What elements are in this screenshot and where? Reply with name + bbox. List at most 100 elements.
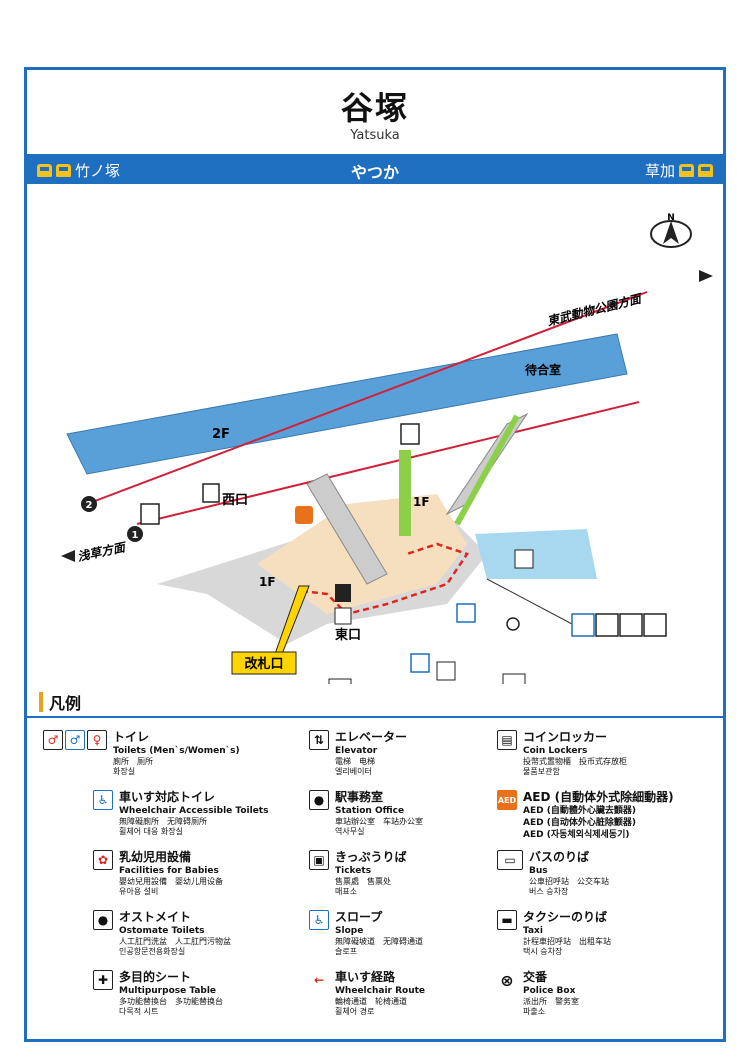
train-icon: [56, 164, 71, 177]
legend-zh: 輪椅通道 轮椅通道: [335, 997, 407, 1006]
legend-heading: 凡例: [39, 690, 81, 714]
legend-ko: 버스 승차장: [529, 887, 569, 896]
ticket-gate-label: 改札口: [244, 656, 283, 672]
legend-en: Facilities for Babies: [119, 866, 219, 876]
station-name-ja: 谷塚: [340, 89, 409, 127]
ostomate-icon: ●: [93, 910, 113, 930]
legend-ko: 인공항문전용화장실: [119, 947, 186, 956]
elevator-shaft: [399, 450, 411, 536]
legend-item: AED AED (自動体外式除細動器)AED (自動體外心臟去顫器)AED (自…: [497, 790, 674, 841]
slope-icon: [410, 653, 430, 673]
legend-en: AED (自動體外心臟去顫器): [523, 806, 636, 816]
legend-en: Police Box: [523, 986, 576, 996]
wheelchair-route-icon: ←: [309, 970, 329, 990]
police-box-icon: [506, 617, 520, 631]
floor-label-2f: 2F: [212, 427, 230, 442]
legend-name: バスのりば: [529, 850, 590, 864]
legend-en: Tickets: [335, 866, 372, 876]
east-exit-label: 東口: [335, 627, 361, 643]
coin-locker-icon: [202, 483, 220, 503]
legend-name: オストメイト: [119, 910, 192, 924]
legend-zh: 電梯 电梯: [335, 757, 375, 766]
legend-name: 駅事務室: [335, 790, 384, 804]
train-icon: [679, 164, 694, 177]
elevator-icon: [400, 423, 420, 445]
ticket-gate-callout: [231, 651, 297, 675]
station-office-icon: [335, 584, 351, 602]
track-number-2-label: 2: [86, 500, 93, 511]
direction-left-label: 竹ノ塚: [75, 162, 121, 180]
legend-zh: 廁所 厕所: [113, 757, 153, 766]
line-bar: 竹ノ塚 やつか 草加: [27, 154, 723, 184]
legend-zh: 車站辦公室 车站办公室: [335, 817, 423, 826]
legend-zh: 計程車招呼站 出租车站: [523, 937, 611, 946]
legend-name: 車いす対応トイレ: [119, 790, 216, 804]
arrow-right-icon: [699, 270, 713, 282]
toilet-icon: ♂: [43, 730, 63, 750]
train-icon: [698, 164, 713, 177]
legend-ko: 매표소: [335, 887, 358, 896]
legend-name: 乳幼児用設備: [119, 850, 192, 864]
track-number-2: [81, 496, 97, 512]
legend-en: Taxi: [523, 926, 543, 936]
legend-name: 車いす経路: [335, 970, 396, 984]
station-office-icon: ●: [309, 790, 329, 810]
west-exit-label: 西口: [222, 493, 248, 508]
police-box-icon: ⊗: [497, 970, 517, 990]
station-name-en: Yatsuka: [350, 128, 400, 143]
legend-ko: AED (자동체외식제세동기): [523, 830, 630, 840]
legend-ko: 역사무실: [335, 827, 365, 836]
legend-zh: 售票處 售票处: [335, 877, 391, 886]
tickets-icon: ▣: [309, 850, 329, 870]
floor-label-1f-b: 1F: [259, 575, 276, 589]
station-header: 谷塚 Yatsuka: [27, 70, 723, 154]
train-icon: [37, 164, 52, 177]
legend-zh: 公車招呼站 公交车站: [529, 877, 609, 886]
legend-ko: 택시 승차장: [523, 947, 563, 956]
legend-en: Bus: [529, 866, 548, 876]
track-number-1: [127, 526, 143, 542]
legend-ko: 엘리베이터: [335, 767, 372, 776]
toilet-area: [475, 529, 597, 579]
toilet-icon: ♀: [87, 730, 107, 750]
legend-ko: 다목적 시트: [119, 1007, 159, 1016]
legend-zh: AED (自动体外心脏除颤器): [523, 818, 636, 828]
legend-zh: 投幣式置物櫃 投币式存放柜: [523, 757, 627, 766]
floor-label-1f-a: 1F: [413, 495, 430, 509]
legend-name: エレベーター: [335, 730, 408, 744]
legend-name: トイレ: [113, 730, 150, 744]
legend-name: コインロッカー: [523, 730, 608, 744]
bus-icon: [502, 673, 526, 684]
taxi-icon: [140, 503, 160, 525]
legend-ko: 파출소: [523, 1007, 546, 1016]
station-name-kana: やつか: [350, 163, 399, 182]
track-line-1: [136, 401, 640, 525]
legend-divider: [27, 716, 723, 718]
arrow-left-icon: [61, 550, 75, 562]
bus-icon: ▭: [497, 850, 523, 870]
legend-en: Toilets (Men`s/Women`s): [113, 746, 240, 756]
bus-icon: [328, 678, 352, 684]
legend-name: スロープ: [335, 910, 383, 924]
slope-icon: [456, 603, 476, 623]
legend-name: きっぷうりば: [335, 850, 407, 864]
multipurpose-table-icon: ✚: [93, 970, 113, 990]
legend-zh: 無障礙廁所 无障碍厕所: [119, 817, 207, 826]
direction-right-label: 草加: [644, 162, 675, 180]
platform-2f: [66, 333, 628, 475]
aed-icon: [295, 506, 313, 524]
legend-zh: 派出所 警务室: [523, 997, 579, 1006]
legend-ko: 휠체어 경로: [335, 1007, 375, 1016]
toilet-facility-icons: [486, 578, 667, 637]
slope-icon: ♿: [309, 910, 329, 930]
